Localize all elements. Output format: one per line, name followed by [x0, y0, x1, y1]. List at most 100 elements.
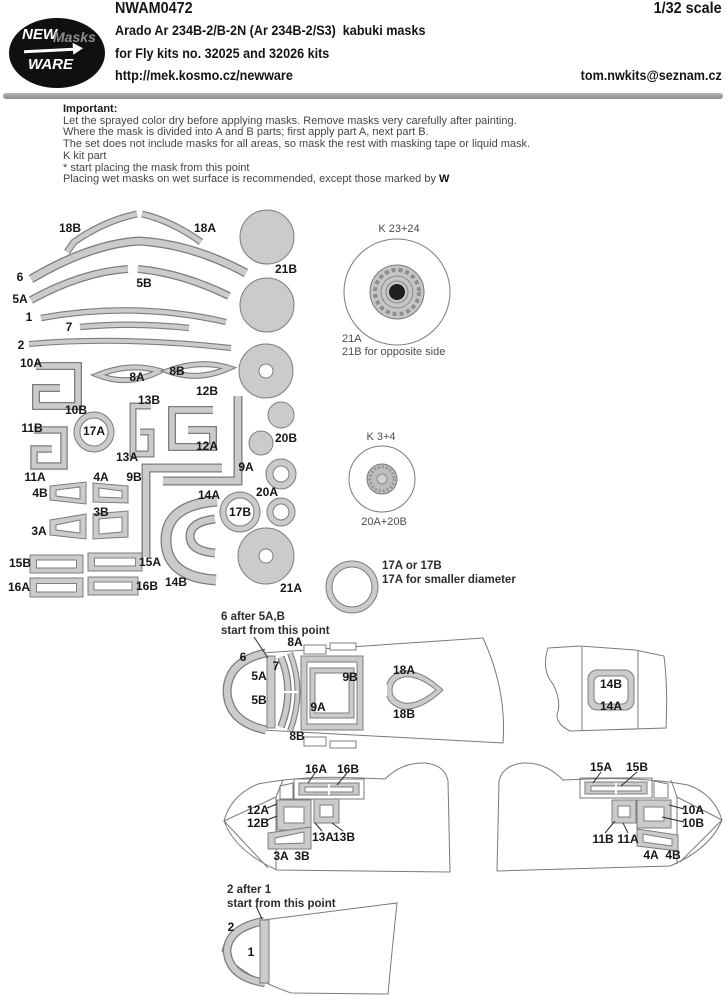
part-11 — [34, 430, 64, 466]
part-17A-ring — [73, 411, 115, 453]
label-lv-16A: 16A — [304, 762, 328, 776]
label-tv-14A: 14A — [599, 699, 623, 713]
canopy-top-view — [227, 637, 505, 749]
label-tv-18B: 18B — [392, 707, 416, 721]
contact-email: tom.nwkits@seznam.cz — [580, 67, 722, 83]
label-tv-8A: 8A — [287, 635, 303, 649]
label-4A: 4A — [93, 470, 109, 484]
label-15A: 15A — [138, 555, 162, 569]
label-12B: 12B — [195, 384, 219, 398]
part-15A — [87, 552, 143, 572]
label-5B: 5B — [136, 276, 152, 290]
label-tv-14B: 14B — [599, 677, 623, 691]
part-6 — [31, 241, 246, 279]
important-line-6: Placing wet masks on wet surface is reco… — [63, 173, 450, 186]
label-k2324: K 23+24 — [378, 223, 420, 235]
important-line-5: * start placing the mask from this point — [63, 161, 250, 174]
ring-17-diagram — [325, 560, 379, 614]
label-9A: 9A — [238, 460, 254, 474]
part-13 — [133, 406, 151, 454]
leader-lines — [253, 636, 685, 920]
circle-20B — [267, 401, 295, 429]
part-7 — [80, 325, 189, 328]
important-heading: Important: — [63, 103, 118, 115]
nose-left-view — [223, 762, 451, 873]
ring-small — [266, 497, 296, 527]
label-r17b: 17A for smaller diameter — [382, 574, 516, 586]
scale-label: 1/32 scale — [653, 0, 722, 17]
part-4A — [92, 482, 129, 504]
label-lv-3A: 3A — [273, 849, 289, 863]
label-w20ab: 20A+20B — [361, 516, 407, 528]
label-tv-note1: 6 after 5A,B — [221, 611, 285, 623]
label-tv-note2: start from this point — [221, 625, 330, 637]
label-16B: 16B — [135, 579, 159, 593]
label-tv-18A: 18A — [392, 663, 416, 677]
label-bv-note1: 2 after 1 — [227, 884, 272, 896]
nose-right-view — [496, 762, 723, 872]
part-3B — [92, 510, 129, 540]
website-url: http://mek.kosmo.cz/newware — [115, 67, 293, 83]
label-9B: 9B — [126, 470, 142, 484]
label-8A: 8A — [129, 370, 145, 384]
important-line-1: Let the sprayed color dry before applyin… — [63, 114, 517, 127]
wheel-diagram-k3-4 — [348, 445, 416, 513]
label-w21b: 21B for opposite side — [342, 346, 446, 358]
label-3A: 3A — [31, 524, 47, 538]
label-tv-5B: 5B — [251, 693, 267, 707]
label-rv-11A: 11A — [617, 832, 639, 846]
label-7: 7 — [65, 320, 73, 334]
label-rv-10B: 10B — [681, 816, 705, 830]
wheel-diagram-k23-24 — [343, 238, 451, 346]
product-code: NWAM0472 — [115, 0, 193, 17]
label-tv-9A: 9A — [310, 700, 326, 714]
label-tv-5A: 5A — [251, 669, 267, 683]
label-1: 1 — [25, 310, 33, 324]
label-20B: 20B — [274, 431, 298, 445]
label-3B: 3B — [93, 505, 109, 519]
circle-washer — [238, 343, 294, 399]
part-15B — [29, 554, 84, 574]
label-tv-6: 6 — [239, 650, 247, 664]
label-21A: 21A — [279, 581, 303, 595]
label-16A: 16A — [7, 580, 31, 594]
important-line-2: Where the mask is divided into A and B p… — [63, 126, 429, 139]
ring-20A — [265, 458, 297, 490]
label-lv-16B: 16B — [336, 762, 360, 776]
circle-small — [248, 430, 274, 456]
part-16A — [29, 577, 84, 598]
label-w21a: 21A — [342, 333, 362, 345]
label-lv-13B: 13B — [332, 830, 356, 844]
label-bv-note2: start from this point — [227, 898, 336, 910]
label-rv-11B: 11B — [592, 832, 614, 846]
part-14 — [166, 501, 217, 580]
label-17B: 17B — [228, 505, 252, 519]
circle-21B — [239, 209, 295, 265]
wing-panel-view — [544, 645, 668, 732]
header-divider — [3, 93, 723, 99]
label-17A: 17A — [82, 424, 106, 438]
part-2 — [29, 341, 231, 348]
part-10 — [36, 366, 78, 406]
logo-text-masks: Masks — [53, 29, 96, 45]
newware-logo: NEW Masks WARE — [9, 18, 105, 88]
label-2: 2 — [17, 338, 25, 352]
label-11A: 11A — [24, 470, 46, 484]
mask-sheet — [29, 209, 297, 598]
label-18B: 18B — [58, 221, 82, 235]
label-tv-7: 7 — [272, 659, 280, 673]
label-11B: 11B — [21, 421, 43, 435]
nose-bottom-view — [221, 902, 398, 995]
important-line-3: The set does not include masks for all a… — [63, 138, 531, 151]
label-rv-15A: 15A — [589, 760, 613, 774]
label-tv-8B: 8B — [289, 729, 305, 743]
label-tv-9B: 9B — [342, 670, 358, 684]
label-14A: 14A — [197, 488, 221, 502]
label-10B: 10B — [64, 403, 88, 417]
label-13B: 13B — [137, 393, 161, 407]
label-20A: 20A — [255, 485, 279, 499]
label-8B: 8B — [169, 364, 185, 378]
label-15B: 15B — [8, 556, 32, 570]
label-4B: 4B — [32, 486, 48, 500]
